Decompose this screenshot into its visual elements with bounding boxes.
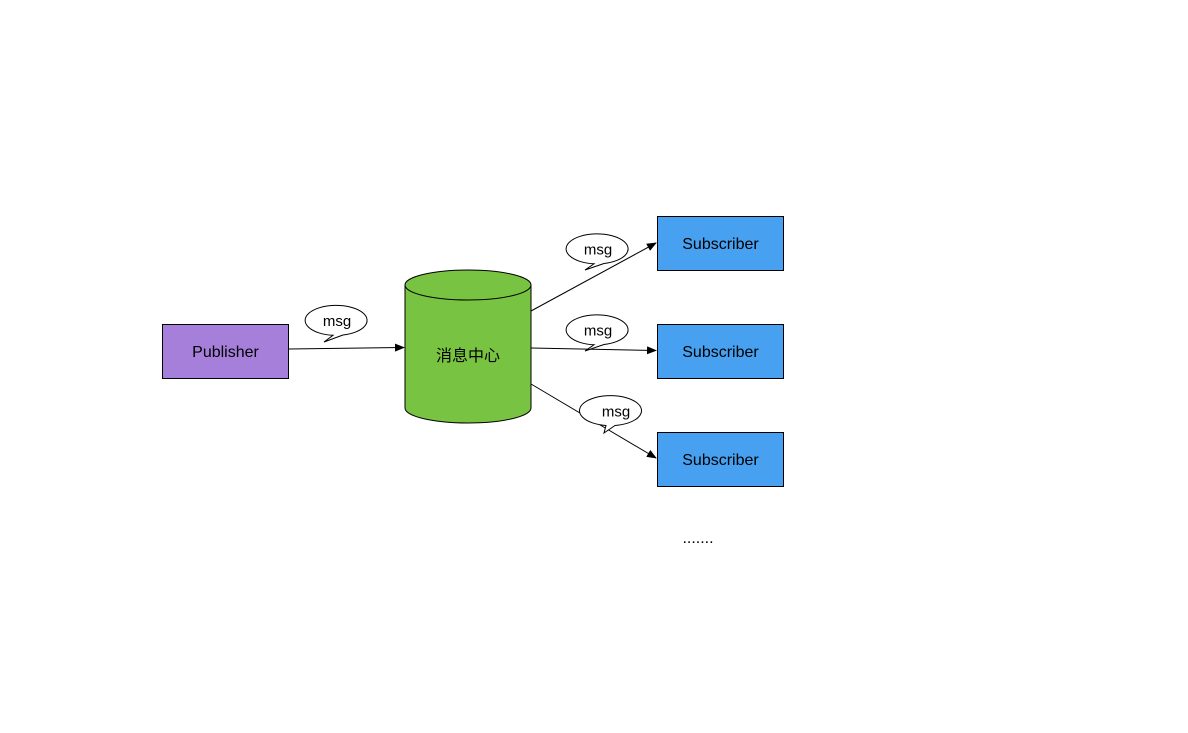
speech-bubble-icon — [565, 233, 629, 271]
subscriber-node-1: Subscriber — [657, 216, 784, 271]
publisher-label: Publisher — [192, 344, 259, 361]
subscriber-label: Subscriber — [682, 452, 759, 469]
subscriber-node-2: Subscriber — [657, 324, 784, 379]
publisher-node: Publisher — [162, 324, 289, 379]
hub-label: 消息中心 — [436, 347, 500, 365]
arrow-hub-to-subscriber-2 — [530, 346, 657, 355]
speech-bubble-icon — [304, 304, 368, 343]
msg-label: msg — [602, 404, 630, 421]
hub-node: 消息中心 — [404, 269, 532, 424]
hub-cylinder-body — [404, 285, 532, 424]
more-subscribers-ellipsis: ....... — [682, 530, 713, 547]
publisher-box — [162, 324, 289, 379]
hub-cylinder-top — [404, 269, 532, 301]
subscriber-box — [657, 216, 784, 271]
msg-label: msg — [584, 323, 612, 340]
subscriber-label: Subscriber — [682, 236, 759, 253]
arrow-hub-to-subscriber-1 — [530, 242, 657, 312]
subscriber-label: Subscriber — [682, 344, 759, 361]
subscriber-box — [657, 432, 784, 487]
speech-bubble-icon — [579, 395, 642, 435]
subscriber-node-3: Subscriber — [657, 432, 784, 487]
msg-bubble-deliver-3: msg — [579, 395, 642, 435]
msg-label: msg — [323, 313, 351, 330]
msg-bubble-publish: msg — [304, 304, 368, 343]
arrow-publisher-to-hub — [288, 343, 405, 352]
msg-bubble-deliver-1: msg — [565, 233, 629, 271]
msg-bubble-deliver-2: msg — [565, 314, 629, 352]
msg-label: msg — [584, 242, 612, 259]
subscriber-box — [657, 324, 784, 379]
speech-bubble-icon — [565, 314, 629, 352]
